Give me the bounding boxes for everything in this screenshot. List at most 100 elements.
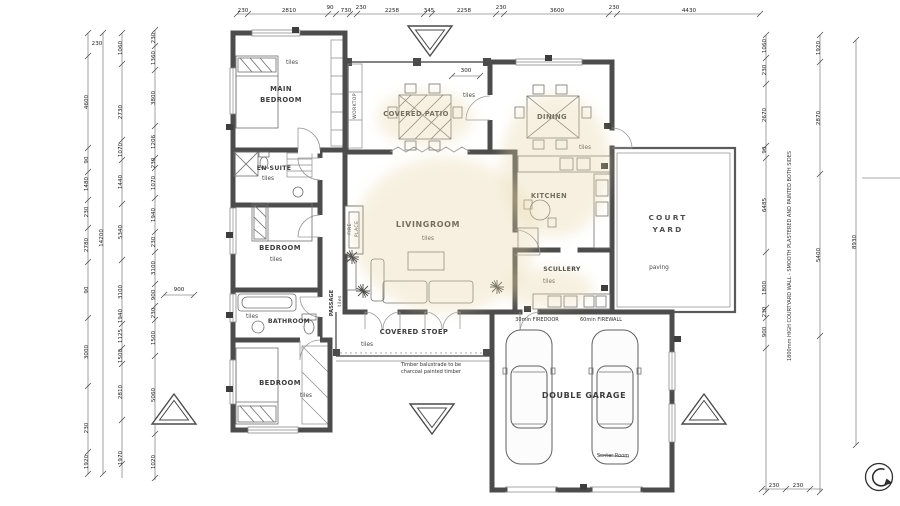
dim-label: 2810 <box>118 384 124 399</box>
dim-label: 1800 <box>762 280 768 295</box>
dim-label: 1060 <box>762 38 768 53</box>
room-label-garage: DOUBLE GARAGE <box>542 391 626 400</box>
room-label-courtyard: YARD <box>652 225 684 234</box>
dim-label: 2670 <box>762 107 768 122</box>
floor-label: tiles <box>246 314 258 320</box>
bed-main <box>235 55 279 129</box>
dim-label: 3000 <box>84 344 90 359</box>
dim-label: 1920 <box>816 40 822 55</box>
dim-label: 1060 <box>118 40 124 55</box>
dim-label: 1440 <box>118 174 124 189</box>
dim-label: 2730 <box>118 104 124 119</box>
dim-label-total: 14200 <box>99 229 105 247</box>
dim-label: 2258 <box>385 8 400 14</box>
dim-label: 900 <box>151 289 157 300</box>
dim-label: 1970 <box>118 450 124 465</box>
fireplace-label: FIRE <box>347 223 353 235</box>
room-label-bathroom: BATHROOM <box>268 318 310 325</box>
north-compass-icon <box>864 462 894 492</box>
balustrade-note: Timber balustrade to be <box>400 362 461 368</box>
floor-label: tiles <box>286 60 298 66</box>
dim-label: 1070 <box>151 175 157 190</box>
folding-doors <box>389 146 471 153</box>
dim-label: 3600 <box>550 8 565 14</box>
dim-label: 230 <box>151 307 157 318</box>
notes: 30min FIREDOOR 60min FIREWALL Timber bal… <box>400 151 793 459</box>
bathroom-fittings <box>237 293 317 335</box>
dim-label: 345 <box>424 8 435 14</box>
dimensions: 230 2810 90 730 230 2258 345 2258 230 36… <box>84 5 900 496</box>
room-label-courtyard: COURT <box>648 213 687 222</box>
highlighter-marks <box>353 90 611 313</box>
dim-label: 2870 <box>816 110 822 125</box>
dimension-labels: 230 2810 90 730 230 2258 345 2258 230 36… <box>84 5 858 489</box>
dim-label: 230 <box>84 206 90 217</box>
dim-label: 4430 <box>682 8 697 14</box>
dim-label: 900 <box>762 326 768 337</box>
dim-label: 230 <box>793 483 804 489</box>
room-labels: tiles MAIN BEDROOM COVERED PATIO tiles W… <box>246 60 687 400</box>
dim-label: 230 <box>769 483 780 489</box>
ensuite-fittings <box>233 151 304 198</box>
dim-label: 8930 <box>852 234 858 249</box>
dim-label: 6485 <box>762 197 768 212</box>
room-label-covered-stoep: COVERED STOEP <box>380 328 449 336</box>
dim-label: 230 <box>496 5 507 11</box>
dim-label: 5060 <box>151 387 157 402</box>
dim-label: 90 <box>326 5 334 11</box>
dim-label: 230 <box>151 157 157 168</box>
dim-label: 230 <box>151 236 157 247</box>
dim-label: 90 <box>762 146 768 154</box>
dim-label: 1940 <box>151 207 157 222</box>
firewall-note: 60min FIREWALL <box>580 317 622 323</box>
dim-label: 230 <box>762 306 768 317</box>
room-label-passage: PASSAGE <box>329 289 335 316</box>
dim-label: 5400 <box>816 247 822 262</box>
dim-label: 1940 <box>118 308 124 323</box>
dim-label: 1480 <box>84 176 90 191</box>
dim-label: 1125 <box>118 328 124 343</box>
dim-label: 1020 <box>151 454 157 469</box>
dim-label: 230 <box>356 5 367 11</box>
dim-label: 300 <box>461 68 472 74</box>
car-right <box>588 329 642 465</box>
dim-label: 2810 <box>282 8 297 14</box>
dim-label: 90 <box>84 156 90 164</box>
dim-label: 900 <box>174 287 185 293</box>
floor-label: tiles <box>262 176 274 182</box>
dim-label: 3100 <box>118 284 124 299</box>
dim-label: 1500 <box>118 348 124 363</box>
dim-label: 3100 <box>151 260 157 275</box>
dim-label: 230 <box>762 64 768 75</box>
dim-label: 1920 <box>84 454 90 469</box>
dim-label: 1500 <box>151 330 157 345</box>
courtyard-wall-note: 1800mm HIGH COURTYARD WALL - SMOOTH PLAS… <box>787 151 793 361</box>
car-left <box>502 329 556 465</box>
dim-label: 2258 <box>457 8 472 14</box>
dim-label: 1360 <box>151 50 157 65</box>
dim-label: 230 <box>151 32 157 43</box>
openings <box>229 29 676 443</box>
dim-label: 230 <box>609 5 620 11</box>
floor-label: paving <box>649 265 669 271</box>
balustrade-note: charcoal painted timber <box>401 369 462 375</box>
floor-label: tiles <box>463 93 475 99</box>
garage-doors <box>505 486 643 493</box>
dim-label: 230 <box>92 41 103 47</box>
dim-label: 2780 <box>84 237 90 252</box>
dim-label: 4600 <box>84 94 90 109</box>
dim-label: 1070 <box>118 142 124 157</box>
room-label-main-bedroom: MAIN <box>270 85 292 93</box>
room-label-bedroom-bottom: BEDROOM <box>259 379 301 387</box>
bed-bottom <box>235 347 279 425</box>
room-label-main-bedroom: BEDROOM <box>260 96 302 104</box>
dim-label: 5340 <box>118 224 124 239</box>
room-label-bedroom-mid: BEDROOM <box>259 244 301 252</box>
floor-label: tiles <box>270 257 282 263</box>
floor-label: tiles <box>337 295 343 307</box>
dim-label: 1206 <box>151 134 157 149</box>
dim-label: 3800 <box>151 90 157 105</box>
dim-label: 230 <box>84 422 90 433</box>
